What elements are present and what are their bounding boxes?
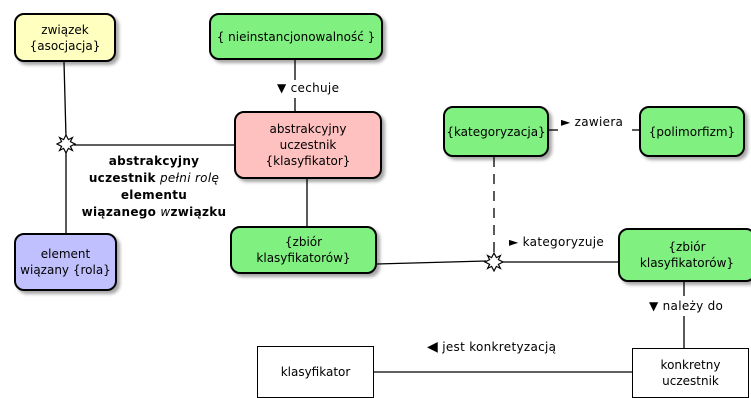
node-klasyfikator: klasyfikator <box>257 346 374 398</box>
node-nieinstancjonowalnosc: { nieinstancjonowalność } <box>209 13 383 60</box>
node-kategoryzacja-label: {kategoryzacja} <box>446 124 546 139</box>
node-konkretny-uczestnik: konkretny uczestnik <box>632 348 749 398</box>
junction-star-left <box>55 133 77 155</box>
node-element-line1: element <box>40 247 91 261</box>
role-line2-bold: uczestnik <box>88 171 156 185</box>
node-abstrakcyjny-line2: uczestnik {klasyfikator} <box>265 138 351 168</box>
node-zwiazek-line2: {asocjacja} <box>29 38 101 53</box>
node-polimorfizm: {polimorfizm} <box>639 106 745 157</box>
label-role-description: abstrakcyjny uczestnik pełni rolę elemen… <box>74 153 234 221</box>
role-line1: abstrakcyjny <box>108 154 200 168</box>
line-zbior1-to-junction <box>376 260 487 265</box>
node-konkretny-line2: uczestnik <box>662 374 719 388</box>
node-element-wiazany: element wiązany {rola} <box>14 233 117 291</box>
role-line3: elementu <box>120 188 188 202</box>
role-line4-italic: w <box>160 205 171 219</box>
node-nieinst-label: { nieinstancjonowalność } <box>216 29 376 44</box>
node-zbior-klasyfikatorow-1: {zbiór klasyfikatorów} <box>230 226 377 274</box>
node-abstrakcyjny-line1: abstrakcyjny <box>269 122 347 136</box>
line-zwiazek-to-junction <box>63 61 67 138</box>
node-zbior-klasyfikatorow-2: {zbiór klasyfikatorów} <box>618 228 751 282</box>
node-zbior2-label: {zbiór klasyfikatorów} <box>639 240 735 270</box>
node-kategoryzacja: {kategoryzacja} <box>443 106 549 157</box>
left-triangle-icon: ◀ <box>427 339 439 355</box>
node-element-line2: wiązany {rola} <box>20 263 111 277</box>
node-konkretny-line1: konkretny <box>660 358 721 372</box>
label-cechuje: ▼ cechuje <box>277 81 340 95</box>
node-polimorfizm-label: {polimorfizm} <box>648 124 736 139</box>
label-zawiera: ► zawiera <box>561 115 624 129</box>
node-zbior1-label: {zbiór klasyfikatorów} <box>256 235 351 265</box>
node-klasyfikator-label: klasyfikator <box>280 365 351 379</box>
role-line2-italic: pełni rolę <box>159 171 220 185</box>
junction-star-right <box>483 251 505 273</box>
node-zwiazek: związek {asocjacja} <box>14 13 116 62</box>
label-jest-konkretyzacja-text: jest konkretyzacją <box>442 340 557 354</box>
role-line4-bold2: związku <box>170 205 227 219</box>
role-line4-bold1: wiązanego <box>81 205 157 219</box>
node-abstrakcyjny-uczestnik: abstrakcyjny uczestnik {klasyfikator} <box>234 111 382 179</box>
label-jest-konkretyzacja: ◀ jest konkretyzacją <box>427 340 556 355</box>
label-nalezy-do: ▼ należy do <box>649 299 724 313</box>
label-kategoryzuje: ► kategoryzuje <box>509 235 605 249</box>
node-zwiazek-line1: związek <box>41 22 89 37</box>
